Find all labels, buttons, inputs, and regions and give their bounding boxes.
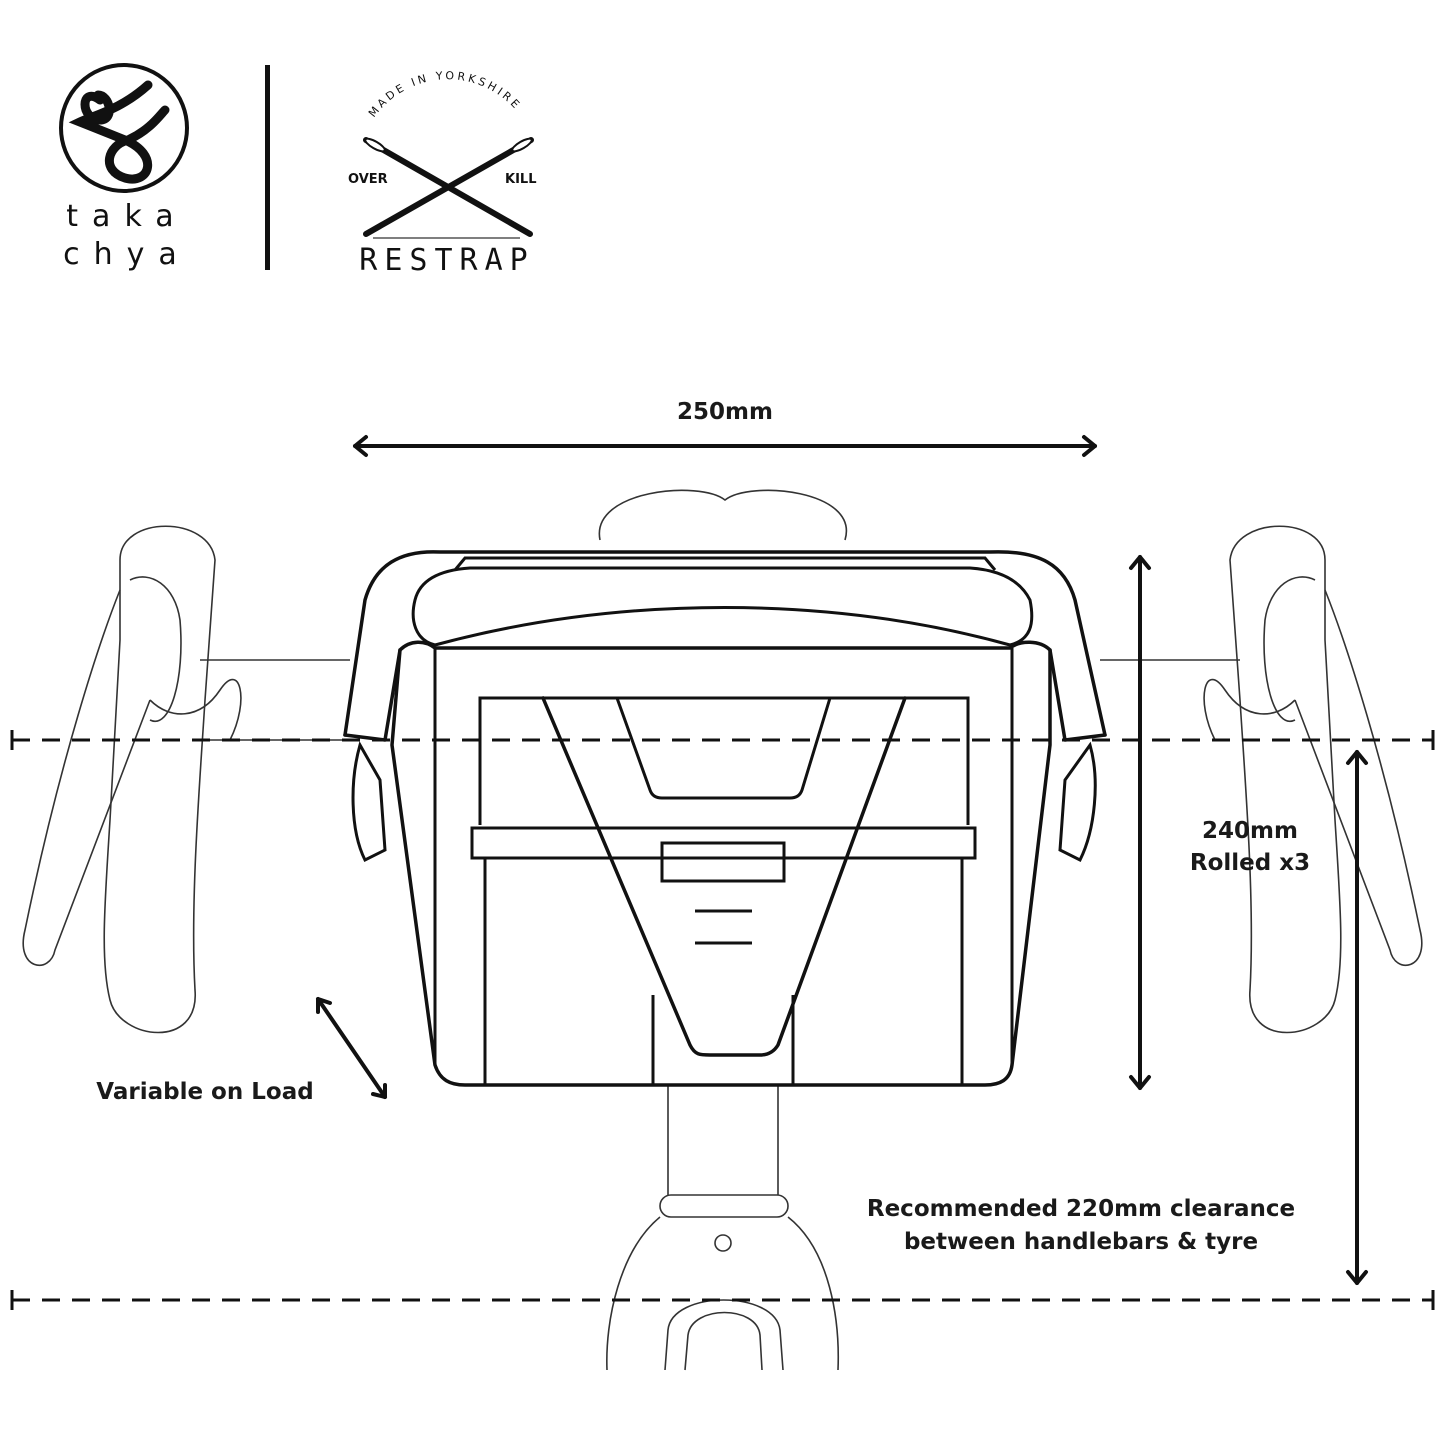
logo-divider [265, 65, 270, 270]
restrap-kill: KILL [505, 172, 536, 187]
handlebar-outline [22, 489, 1423, 1034]
restrap-over: OVER [348, 172, 388, 187]
logo-mark-icon [68, 80, 170, 184]
logo-circle [59, 63, 189, 193]
height-rolled-label: Rolled x3 [1190, 850, 1310, 876]
restrap-wordmark: RESTRAP [359, 243, 534, 278]
width-label: 250mm [677, 399, 773, 425]
takachya-line1: taka [66, 199, 187, 234]
needle-eye-icon [364, 137, 386, 153]
width-arrow [353, 435, 1097, 457]
stem-headtube [606, 1085, 840, 1371]
clearance-arrow [1346, 750, 1368, 1285]
restrap-logo: MADE IN YORKSHIRE OVER KILL RESTRAP [348, 69, 536, 278]
takachya-logo: taka chya [59, 63, 191, 272]
height-arrow [1129, 555, 1151, 1090]
clearance-label-line1: Recommended 220mm clearance [867, 1196, 1295, 1222]
clearance-label-line2: between handlebars & tyre [904, 1229, 1258, 1255]
height-label: 240mm [1202, 818, 1298, 844]
variable-label: Variable on Load [96, 1079, 313, 1105]
handlebar-bag [343, 550, 1107, 1087]
variable-arrow [316, 997, 387, 1099]
restrap-arc-text: MADE IN YORKSHIRE [366, 69, 524, 120]
takachya-line2: chya [63, 237, 191, 272]
needle-eye-icon [511, 137, 533, 153]
needles-icon [363, 137, 534, 237]
